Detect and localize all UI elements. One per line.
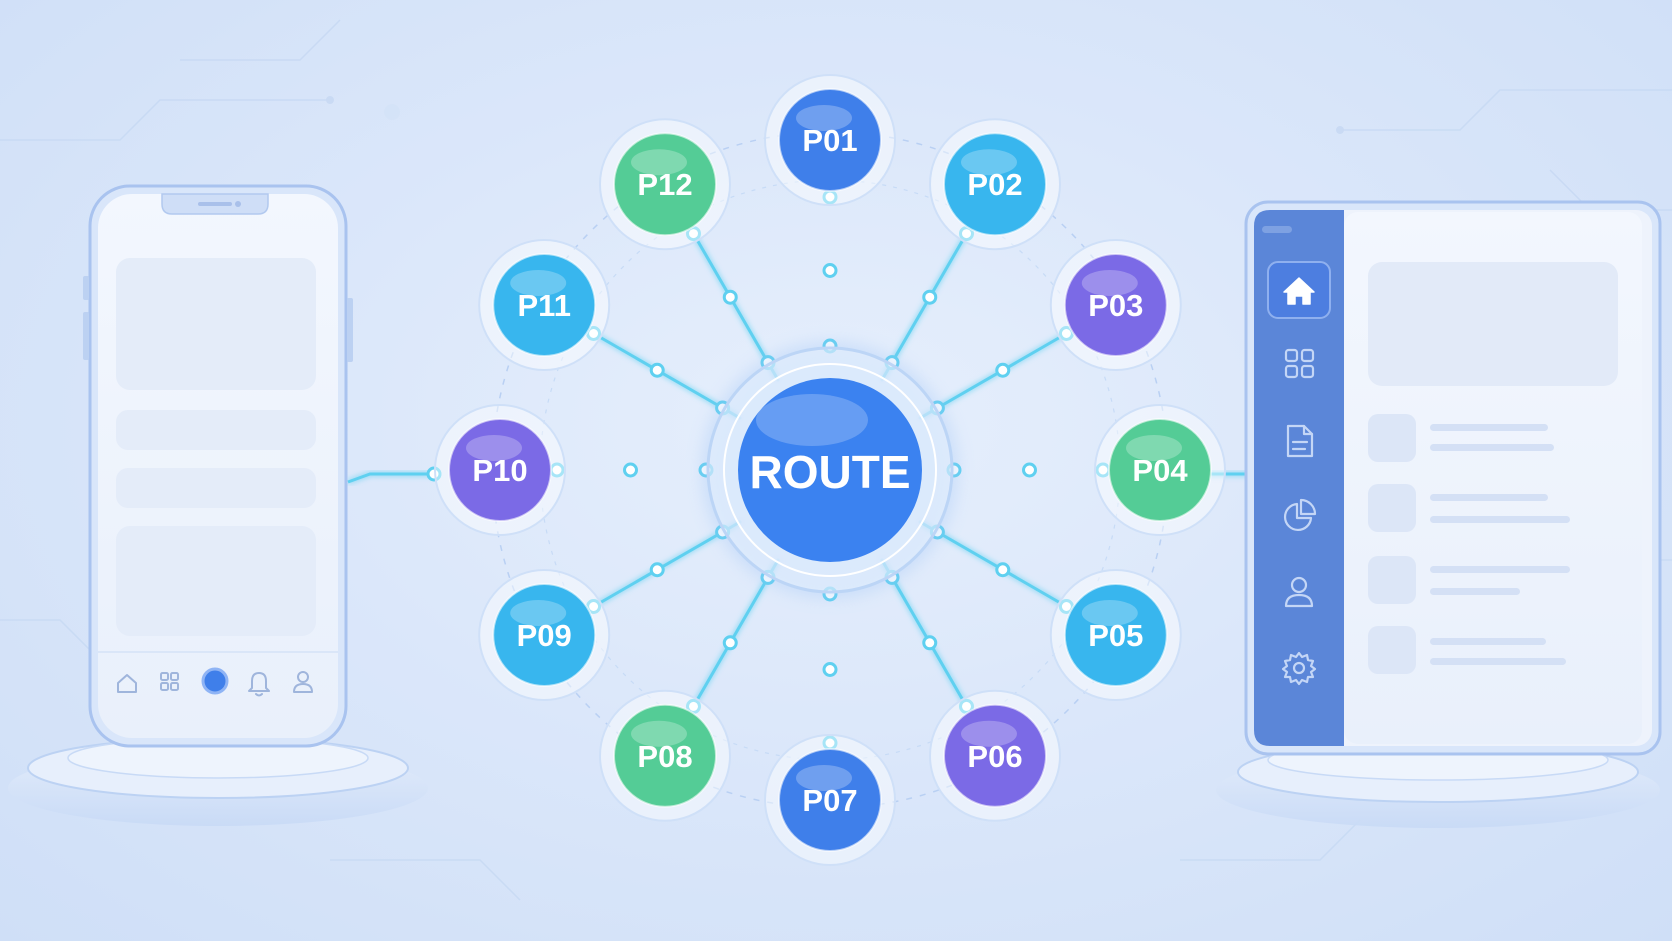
- spoke-dot-p11-2: [649, 362, 665, 378]
- hub-highlight: [756, 394, 868, 446]
- grid-icon[interactable]: [1284, 348, 1315, 379]
- user-icon[interactable]: [1284, 576, 1314, 608]
- node-highlight: [510, 600, 567, 626]
- spoke-dot-p06-2: [922, 635, 938, 651]
- spoke-dot-p02-2: [922, 289, 938, 305]
- node-p02[interactable]: P02: [929, 118, 1061, 251]
- spoke-p05: [918, 520, 1070, 609]
- node-label: P11: [517, 288, 570, 323]
- node-core: [778, 748, 882, 852]
- spoke-p11: [590, 331, 742, 420]
- node-label: P08: [637, 739, 692, 774]
- home-icon[interactable]: [117, 674, 137, 693]
- home-icon[interactable]: [1283, 277, 1315, 305]
- node-label: P12: [637, 167, 692, 202]
- center-dot-icon[interactable]: [201, 667, 229, 695]
- node-core: [613, 132, 717, 237]
- grid-icon[interactable]: [160, 672, 179, 691]
- spoke-dot-p09-2: [649, 562, 665, 578]
- node-p05[interactable]: P05: [1049, 569, 1182, 701]
- pie-chart-icon[interactable]: [1284, 498, 1317, 531]
- node-core: [492, 583, 597, 687]
- node-core: [613, 703, 717, 808]
- node-label: P07: [802, 783, 857, 818]
- spoke-dot-p04-2: [1022, 462, 1037, 478]
- hub-label: ROUTE: [750, 446, 911, 498]
- node-p03[interactable]: P03: [1049, 239, 1182, 371]
- spoke-dot-p07-2: [822, 662, 838, 677]
- document-icon[interactable]: [1286, 424, 1314, 458]
- bell-icon[interactable]: [248, 672, 270, 697]
- node-highlight: [631, 149, 687, 176]
- node-core: [778, 88, 882, 192]
- spoke-dot-p10-2: [623, 462, 638, 478]
- spoke-p06: [880, 558, 969, 710]
- node-highlight: [961, 149, 1017, 176]
- mobile-nav-bar: [117, 667, 313, 697]
- spoke-dot-p08-2: [722, 635, 738, 651]
- node-p12[interactable]: P12: [599, 118, 731, 251]
- spoke-p12: [691, 230, 780, 382]
- node-highlight: [961, 720, 1017, 747]
- node-core: [943, 132, 1047, 237]
- mobile-device: [8, 184, 428, 826]
- node-label: P09: [517, 618, 572, 653]
- node-p11[interactable]: P11: [478, 239, 611, 371]
- node-p09[interactable]: P09: [478, 569, 611, 701]
- node-label: P10: [472, 453, 527, 488]
- node-p10[interactable]: P10: [434, 404, 566, 536]
- node-core: [943, 703, 1047, 808]
- user-icon[interactable]: [293, 671, 313, 693]
- node-p08[interactable]: P08: [599, 689, 731, 822]
- node-label: P06: [967, 739, 1022, 774]
- node-label: P04: [1132, 453, 1188, 488]
- node-highlight: [796, 105, 852, 131]
- tablet-sidebar: [1254, 210, 1344, 746]
- node-core: [1063, 583, 1168, 687]
- node-p04[interactable]: P04: [1094, 404, 1226, 536]
- route-hub[interactable]: ROUTE: [702, 342, 958, 598]
- node-highlight: [466, 435, 522, 461]
- tablet-device: [1216, 200, 1662, 828]
- node-highlight: [1081, 600, 1138, 626]
- node-label: P05: [1088, 618, 1143, 653]
- node-highlight: [796, 765, 852, 791]
- node-core: [448, 418, 552, 522]
- node-core: [1063, 253, 1168, 357]
- spoke-p09: [590, 520, 742, 609]
- node-p07[interactable]: P07: [764, 734, 896, 866]
- node-core: [492, 253, 597, 357]
- spoke-dot-p12-2: [722, 289, 738, 305]
- node-highlight: [631, 720, 687, 747]
- node-p01[interactable]: P01: [764, 74, 896, 206]
- node-label: P01: [802, 123, 857, 158]
- hub-core: [738, 378, 922, 562]
- node-highlight: [1081, 270, 1138, 296]
- node-label: P02: [967, 167, 1022, 202]
- tablet-sidebar-icons: [1267, 261, 1331, 686]
- spoke-dot-p01-2: [822, 263, 838, 278]
- node-highlight: [510, 270, 567, 296]
- node-highlight: [1126, 435, 1182, 461]
- gear-icon[interactable]: [1281, 651, 1317, 686]
- spoke-dot-p05-2: [995, 562, 1011, 578]
- node-core: [1108, 418, 1212, 522]
- node-label: P03: [1088, 288, 1143, 323]
- spoke-p08: [691, 558, 780, 710]
- spoke-p03: [918, 331, 1070, 420]
- spoke-p02: [880, 230, 969, 382]
- spoke-lines: [553, 193, 1107, 747]
- spoke-dot-p03-2: [995, 362, 1011, 378]
- node-p06[interactable]: P06: [929, 689, 1061, 822]
